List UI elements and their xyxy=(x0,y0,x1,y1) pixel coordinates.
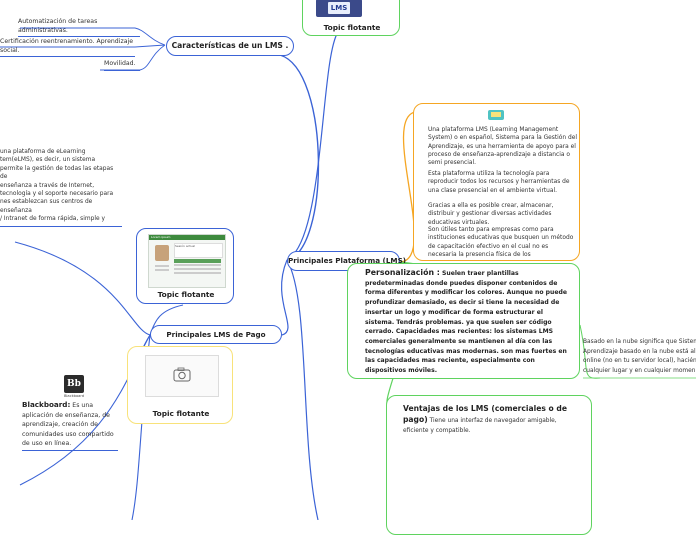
caracteristica-item: Certificación reentrenamiento. Aprendiza… xyxy=(0,38,135,58)
ventajas-body: Ventajas de los LMS (comerciales o de pa… xyxy=(403,404,583,436)
personalizacion-text: Suelen traer plantillas predeterminadas … xyxy=(365,270,568,375)
left-line: / Intranet de forma rápida, simple y xyxy=(0,216,105,223)
nube-line: Aprendizaje basado en la nube está al xyxy=(583,348,696,355)
topic-flotante-top[interactable]: LMS Topic flotante xyxy=(302,0,400,36)
connector-central-caracteristicas xyxy=(279,54,320,261)
topic-flotante-camera[interactable]: Topic flotante xyxy=(127,346,233,424)
lms-screenshot-image: Lorem ipsum Sesión actual xyxy=(148,234,226,288)
topic-flotante-screenshot[interactable]: Lorem ipsum Sesión actual Topic flotante xyxy=(136,228,234,304)
blackboard-logo: Bb xyxy=(64,375,84,393)
caracteristicas-node[interactable]: Características de un LMS . xyxy=(166,36,294,56)
blackboard-node: Blackboard: Es una aplicación de enseñan… xyxy=(22,400,118,451)
personalizacion-node[interactable]: Personalización : Suelen traer plantilla… xyxy=(347,263,580,379)
left-line: permite la gestión de todas las etapas d… xyxy=(0,165,114,181)
left-description: una plataforma de eLearning tem(eLMS), e… xyxy=(0,148,122,227)
connector-central-definicion xyxy=(399,111,416,263)
blackboard-logo-caption: Blackboard xyxy=(63,394,85,398)
lms-icon: LMS xyxy=(328,2,350,14)
ventajas-node[interactable]: Ventajas de los LMS (comerciales o de pa… xyxy=(386,395,592,535)
profile-photo xyxy=(155,245,169,261)
definicion-p2: Esta plataforma utiliza la tecnología pa… xyxy=(428,171,570,194)
camera-icon xyxy=(173,367,191,382)
left-line: nes establezcan sus centros de enseñanza xyxy=(0,199,93,214)
blackboard-title: Blackboard: xyxy=(22,400,71,409)
caracteristicas-label: Características de un LMS . xyxy=(171,41,289,50)
connector-pago-left xyxy=(14,241,151,336)
connector-central-pago xyxy=(281,259,289,336)
monitor-icon xyxy=(488,110,504,120)
left-line: enseñanza a través de Internet, xyxy=(0,182,95,189)
left-line: tem(eLMS), es decir, un sistema xyxy=(0,157,96,164)
nube-line: cualquier lugar y en cualquier momen xyxy=(583,367,696,374)
connector-central-topic-top xyxy=(286,31,339,261)
definicion-p4: Son útiles tanto para empresas como para… xyxy=(428,227,574,258)
central-label: Principales Plataforma (LMS) xyxy=(288,256,407,265)
ventajas-text: Tiene una interfaz de navegador amigable… xyxy=(403,418,557,434)
topic-flotante-label: Topic flotante xyxy=(323,23,381,32)
nube-line: Basado en la nube significa que Sistem xyxy=(583,339,696,345)
left-line: tecnología y el soporte necesario para xyxy=(0,191,114,198)
definicion-node[interactable]: Una plataforma LMS (Learning Management … xyxy=(413,103,580,261)
personalizacion-title: Personalización : xyxy=(365,268,440,277)
blackboard-text: Es una aplicación de enseñanza, de apren… xyxy=(22,402,114,448)
caracteristica-item: Automatización de tareas administrativas… xyxy=(18,18,140,38)
topic-flotante-label: Topic flotante xyxy=(157,290,215,299)
lms-pago-label: Principales LMS de Pago xyxy=(166,330,266,339)
left-line: una plataforma de eLearning xyxy=(0,149,86,155)
caracteristica-item: Movilidad. xyxy=(104,60,140,71)
lms-image: LMS xyxy=(316,0,362,17)
screenshot-panel: Sesión actual xyxy=(175,244,196,248)
lms-pago-node[interactable]: Principales LMS de Pago xyxy=(150,325,282,344)
nube-line: online (no en tu servidor local), hacién xyxy=(583,358,696,364)
topic-flotante-label: Topic flotante xyxy=(152,409,210,418)
definicion-p3: Gracias a ella es posible crear, almacen… xyxy=(428,203,554,226)
image-placeholder xyxy=(145,355,219,397)
connector-car-item2 xyxy=(0,44,166,48)
connector-car-item3 xyxy=(100,44,166,71)
nube-description: Basado en la nube significa que Sistem A… xyxy=(583,338,696,376)
personalizacion-body: Personalización : Suelen traer plantilla… xyxy=(365,268,573,376)
ventajas-title: Ventajas de los LMS (comerciales o de pa… xyxy=(403,404,567,424)
screenshot-title: Lorem ipsum xyxy=(151,234,171,239)
connector-central-bottom xyxy=(286,259,319,520)
connector-car-item1 xyxy=(20,27,166,46)
definicion-p1: Una plataforma LMS (Learning Management … xyxy=(428,127,577,167)
